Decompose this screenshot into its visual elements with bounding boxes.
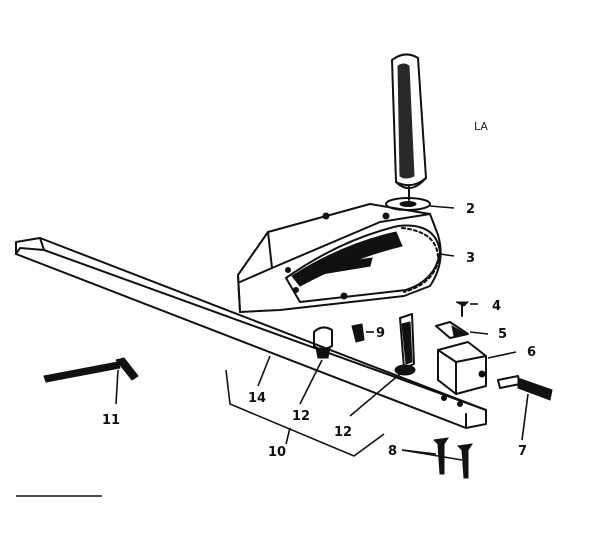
label-6: 6 xyxy=(527,345,536,360)
clamp-block xyxy=(437,341,517,395)
label-12-left: 12 xyxy=(292,409,310,424)
pivot-screw xyxy=(349,313,416,417)
handle-knob xyxy=(391,53,427,201)
corner-mark: LA xyxy=(474,120,488,133)
label-14: 14 xyxy=(248,391,266,406)
label-11: 11 xyxy=(102,413,120,428)
label-2: 2 xyxy=(466,202,475,217)
bar-screws xyxy=(401,437,474,479)
guide-bar xyxy=(15,237,487,429)
label-9: 9 xyxy=(376,326,385,341)
label-4: 4 xyxy=(492,299,501,314)
label-7: 7 xyxy=(518,444,527,459)
label-12-right: 12 xyxy=(334,425,352,440)
bar-assembly-bracket xyxy=(225,369,385,457)
label-5: 5 xyxy=(498,327,507,342)
threaded-pin xyxy=(497,375,553,441)
label-3: 3 xyxy=(466,251,475,266)
hex-key xyxy=(43,357,139,405)
wedge-nut xyxy=(435,321,489,339)
set-screw xyxy=(351,323,374,343)
label-10: 10 xyxy=(268,445,286,460)
miter-gauge-body xyxy=(237,203,455,313)
leader-14 xyxy=(257,355,271,387)
stop-pin xyxy=(299,326,333,405)
label-8: 8 xyxy=(388,444,397,459)
small-screw xyxy=(455,301,478,317)
